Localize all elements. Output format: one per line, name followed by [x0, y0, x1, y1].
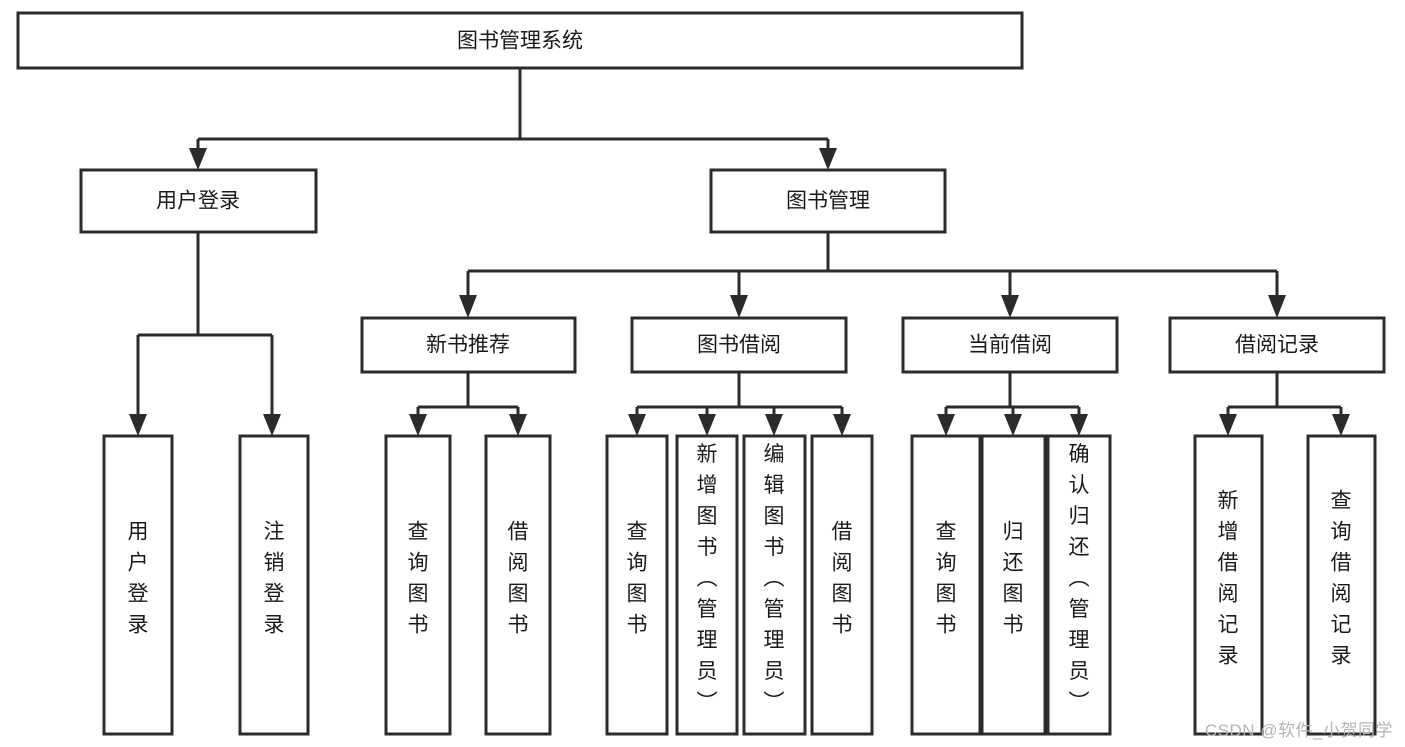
node-leaf-borrow-book-b-label: 借阅图书: [832, 521, 853, 637]
arrow-head-leaf-borrow-book-b: [833, 414, 851, 436]
arrow-head-new-book-rec: [459, 295, 477, 318]
node-leaf-add-book-box[interactable]: [675, 434, 739, 736]
arrow-head-leaf-user-login: [129, 414, 147, 436]
arrow-head-borrow-record: [1268, 295, 1286, 318]
node-current-borrow[interactable]: 当前借阅: [901, 316, 1119, 374]
node-leaf-query-record-label: 查询借阅记录: [1331, 490, 1352, 668]
node-leaf-user-login-label: 用户登录: [128, 521, 149, 637]
node-leaf-query-book-c[interactable]: 查询图书: [910, 434, 982, 736]
node-book-borrow-label: 图书借阅: [697, 334, 781, 357]
node-leaf-confirm-return[interactable]: 确认归还︵管理员︶: [1046, 434, 1112, 736]
arrow-head-book-manage: [819, 148, 837, 170]
arrow-head-leaf-return-book: [1004, 414, 1022, 436]
node-leaf-query-book-c-label: 查询图书: [936, 521, 957, 637]
node-book-manage[interactable]: 图书管理: [709, 168, 947, 234]
node-leaf-query-book-a-label: 查询图书: [408, 521, 429, 637]
csdn-watermark: CSDN @软件_小贺同学: [1204, 721, 1393, 740]
node-leaf-confirm-return-box[interactable]: [1046, 434, 1112, 736]
node-root-box[interactable]: [16, 11, 1024, 70]
node-leaf-query-book-b[interactable]: 查询图书: [605, 434, 669, 736]
node-leaf-query-record[interactable]: 查询借阅记录: [1306, 434, 1377, 736]
node-borrow-record[interactable]: 借阅记录: [1168, 316, 1386, 374]
node-borrow-record-label: 借阅记录: [1235, 334, 1319, 357]
node-leaf-query-book-c-box[interactable]: [910, 434, 982, 736]
arrow-head-leaf-add-book: [698, 414, 716, 436]
node-leaf-add-record-label: 新增借阅记录: [1218, 490, 1239, 668]
node-leaf-borrow-book-a-label: 借阅图书: [508, 521, 529, 637]
arrow-head-current-borrow: [1001, 295, 1019, 318]
node-leaf-borrow-book-b-box[interactable]: [810, 434, 874, 736]
node-leaf-logout-label: 注销登录: [264, 521, 285, 637]
node-leaf-return-book-label: 归还图书: [1003, 521, 1024, 637]
node-book-borrow[interactable]: 图书借阅: [630, 316, 848, 374]
node-leaf-user-login-box[interactable]: [102, 434, 174, 736]
arrow-head-leaf-edit-book: [765, 414, 783, 436]
node-root[interactable]: 图书管理系统: [16, 11, 1024, 70]
node-leaf-add-record[interactable]: 新增借阅记录: [1193, 434, 1264, 736]
node-leaf-user-login[interactable]: 用户登录: [102, 434, 174, 736]
node-leaf-add-book-label: 新增图书︵管理员︶: [697, 443, 718, 714]
node-new-book-rec-box[interactable]: [360, 316, 577, 374]
node-leaf-logout[interactable]: 注销登录: [238, 434, 310, 736]
arrow-head-leaf-borrow-book-a: [509, 414, 527, 436]
node-leaf-query-book-a[interactable]: 查询图书: [384, 434, 452, 736]
arrow-head-book-borrow: [730, 295, 748, 318]
arrow-head-leaf-query-book-b: [628, 414, 646, 436]
node-leaf-borrow-book-a-box[interactable]: [484, 434, 552, 736]
node-user-login-box[interactable]: [79, 168, 318, 234]
node-user-login-label: 用户登录: [156, 190, 240, 213]
node-leaf-edit-book[interactable]: 编辑图书︵管理员︶: [742, 434, 807, 736]
node-leaf-logout-box[interactable]: [238, 434, 310, 736]
node-book-manage-box[interactable]: [709, 168, 947, 234]
arrow-head-leaf-query-record: [1332, 414, 1350, 436]
arrow-head-leaf-confirm-return: [1070, 414, 1088, 436]
node-leaf-edit-book-label: 编辑图书︵管理员︶: [764, 443, 785, 714]
node-new-book-rec[interactable]: 新书推荐: [360, 316, 577, 374]
arrow-head-leaf-query-book-c: [937, 414, 955, 436]
node-borrow-record-box[interactable]: [1168, 316, 1386, 374]
node-user-login[interactable]: 用户登录: [79, 168, 318, 234]
arrow-head-leaf-logout: [263, 414, 281, 436]
node-root-label: 图书管理系统: [457, 30, 583, 53]
node-leaf-return-book[interactable]: 归还图书: [980, 434, 1047, 736]
node-current-borrow-label: 当前借阅: [968, 334, 1052, 357]
node-leaf-query-book-b-label: 查询图书: [627, 521, 648, 637]
node-leaf-confirm-return-label: 确认归还︵管理员︶: [1069, 443, 1090, 714]
node-book-manage-label: 图书管理: [786, 190, 870, 213]
arrow-head-user-login: [189, 148, 207, 170]
node-leaf-edit-book-box[interactable]: [742, 434, 807, 736]
arrow-head-leaf-query-book-a: [409, 414, 427, 436]
node-leaf-query-book-a-box[interactable]: [384, 434, 452, 736]
node-book-borrow-box[interactable]: [630, 316, 848, 374]
node-leaf-return-book-box[interactable]: [980, 434, 1047, 736]
arrow-head-leaf-add-record: [1219, 414, 1237, 436]
node-leaf-borrow-book-a[interactable]: 借阅图书: [484, 434, 552, 736]
node-leaf-add-book[interactable]: 新增图书︵管理员︶: [675, 434, 739, 736]
node-current-borrow-box[interactable]: [901, 316, 1119, 374]
node-leaf-query-record-box[interactable]: [1306, 434, 1377, 736]
node-leaf-borrow-book-b[interactable]: 借阅图书: [810, 434, 874, 736]
node-leaf-query-book-b-box[interactable]: [605, 434, 669, 736]
node-new-book-rec-label: 新书推荐: [426, 334, 510, 357]
node-leaf-add-record-box[interactable]: [1193, 434, 1264, 736]
connector-layer: [129, 68, 1350, 436]
